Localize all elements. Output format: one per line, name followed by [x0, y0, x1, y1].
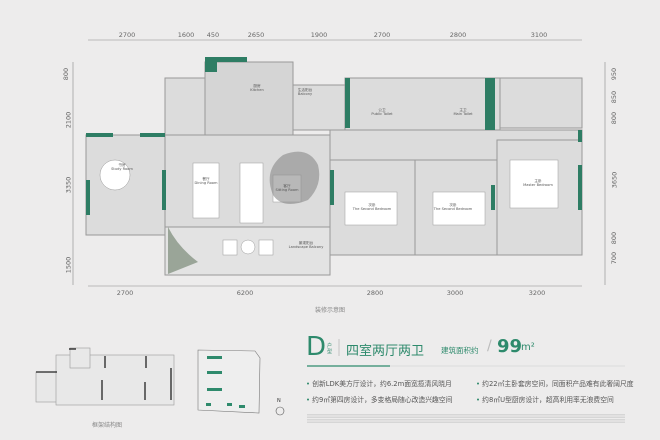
- feature-item: 约9㎡第四房设计，多变格局随心改造兴趣空间: [306, 394, 452, 404]
- dim-right: 850: [610, 90, 619, 104]
- room-name-en: Main Toilet: [453, 112, 473, 117]
- room-name-cn: 主卫: [459, 108, 467, 112]
- north-label: N: [277, 398, 281, 404]
- feature-item: 约22㎡主卧套房空间，同面积产品难有此奢阔尺度: [476, 378, 633, 388]
- area-unit: m²: [521, 342, 535, 353]
- plants: [168, 227, 198, 274]
- dim-right: 700: [610, 251, 619, 265]
- dim-bottom: 2800: [366, 289, 384, 297]
- room-name-en: The Second Bedroom: [433, 207, 473, 212]
- dim-top: 2700: [118, 31, 136, 39]
- dim-right: 3650: [610, 171, 619, 189]
- unit-letter: D: [306, 332, 327, 362]
- unit-layout: 四室两厅两卫: [346, 344, 425, 359]
- room-name-en: Dining Room: [194, 181, 218, 186]
- room-name-cn: 餐厅: [202, 177, 210, 181]
- caption-frame: 框架结构图: [92, 422, 123, 429]
- dim-bottom: 3200: [528, 289, 546, 297]
- room-name-en: Sitting Room: [275, 188, 299, 193]
- unit-type-label: 户型: [327, 343, 333, 355]
- dim-left: 800: [62, 67, 71, 81]
- dim-left: 1500: [64, 256, 73, 274]
- dim-top: 450: [206, 31, 220, 39]
- dim-right: 950: [610, 67, 619, 81]
- room-name-en: The Second Bedroom: [352, 207, 392, 212]
- room-name-en: Master Bedroom: [523, 183, 553, 188]
- room-name-en: Kitchen: [250, 88, 264, 93]
- dim-left: 2100: [64, 111, 73, 129]
- dim-top: 1600: [177, 31, 195, 39]
- room-name-cn: 公卫: [378, 108, 386, 112]
- disclaimer-fine-print: [307, 413, 625, 423]
- area-label: 建筑面积约: [441, 346, 479, 355]
- caption-decor: 装修示意图: [315, 307, 346, 314]
- dim-bottom: 6200: [236, 289, 254, 297]
- north-arrow-icon: [275, 406, 285, 416]
- room-name-cn: 厨房: [253, 84, 261, 88]
- room-name-cn: 生活阳台: [297, 88, 313, 92]
- room-name-en: Study Room: [111, 167, 133, 172]
- dim-top: 1900: [310, 31, 328, 39]
- dim-top: 3100: [530, 31, 548, 39]
- room-name-cn: 次卧: [368, 203, 376, 207]
- dim-top: 2800: [449, 31, 467, 39]
- dim-bottom: 2700: [116, 289, 134, 297]
- dim-top: 2650: [247, 31, 265, 39]
- dim-top: 2700: [373, 31, 391, 39]
- room-name-en: Public Toilet: [371, 112, 393, 117]
- room-name-en: Balcony: [297, 92, 313, 97]
- feature-item: 创新LDK美方厅设计，约6.2m面宽揽清风晓月: [306, 378, 452, 388]
- room-name-cn: 景观阳台: [298, 241, 314, 245]
- room-name-en: Landscape Balcony: [288, 245, 324, 250]
- dim-right: 800: [610, 231, 619, 245]
- feature-item: 约8㎡U型厨房设计，超高利用率无浪费空间: [476, 394, 614, 404]
- room-name-cn: 书房: [118, 163, 126, 167]
- dim-bottom: 3000: [446, 289, 464, 297]
- dim-left: 3350: [64, 176, 73, 194]
- rug: [269, 151, 320, 204]
- slash: /: [487, 338, 492, 354]
- area-value: 99: [497, 336, 523, 357]
- room-name-cn: 主卧: [534, 179, 542, 183]
- dim-right: 800: [610, 111, 619, 125]
- room-name-cn: 次卧: [449, 203, 457, 207]
- room-name-cn: 客厅: [283, 184, 291, 188]
